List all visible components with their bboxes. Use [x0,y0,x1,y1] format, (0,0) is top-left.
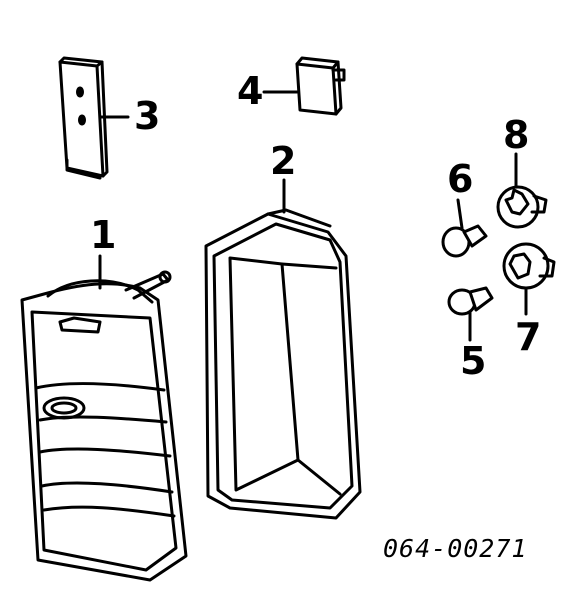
callout-4: 4 [237,69,264,113]
part-2-housing [206,180,360,518]
callout-7: 7 [515,315,542,359]
part-4-clip [264,58,344,114]
part-8-socket [498,154,546,227]
callout-6: 6 [447,157,474,201]
part-1-lens [22,256,186,580]
part-number-label: 064-00271 [383,534,528,563]
part-6-bulb [443,200,486,256]
callout-8: 8 [503,113,530,157]
part-5-bulb [449,288,492,340]
part-7-socket [504,244,554,314]
callout-3: 3 [134,94,161,138]
callout-5: 5 [460,339,487,383]
callout-1: 1 [90,213,117,257]
part-3-bracket [60,58,128,178]
callout-2: 2 [270,139,297,183]
